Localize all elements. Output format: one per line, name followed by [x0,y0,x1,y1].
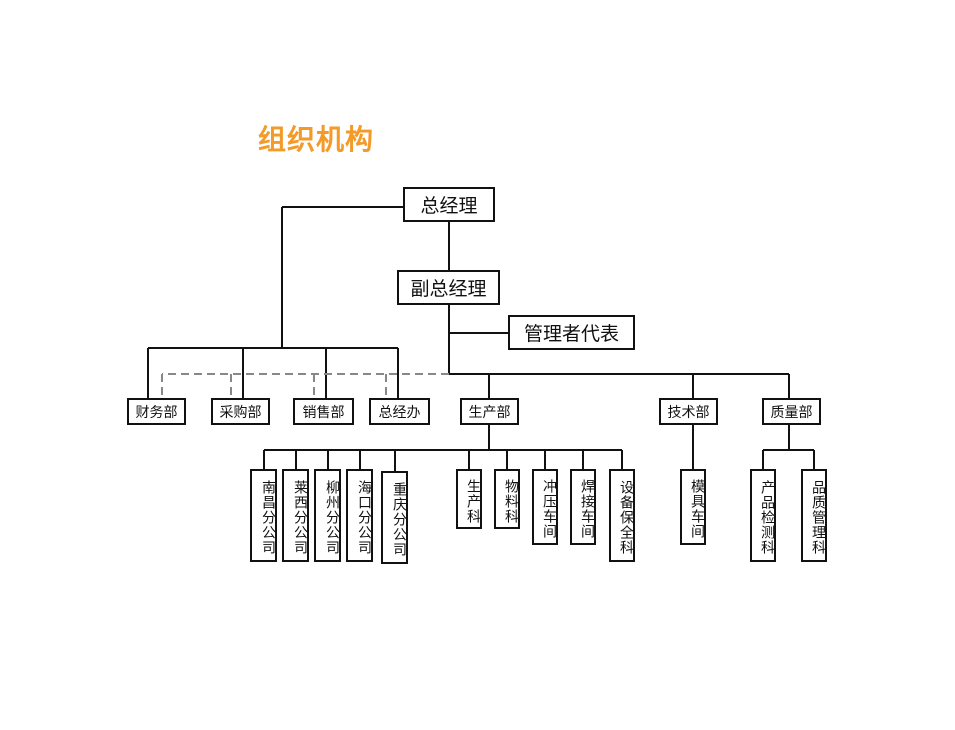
node-technology-dept: 技术部 [659,398,718,425]
node-finance-dept: 财务部 [127,398,186,425]
node-production-dept: 生产部 [460,398,519,425]
node-stamping-workshop: 冲压车间 [532,469,558,545]
node-laixi-branch: 莱西分公司 [282,469,309,562]
page-title: 组织机构 [258,123,375,156]
node-quality-dept: 质量部 [762,398,821,425]
node-haikou-branch: 海口分公司 [346,469,373,562]
node-production-section: 生产科 [456,469,482,529]
node-gm-office: 总经办 [369,398,430,425]
node-welding-workshop: 焊接车间 [570,469,596,545]
node-product-inspection-section: 产品检测科 [750,469,776,562]
node-deputy-general-manager: 副总经理 [397,270,500,305]
node-nanchang-branch: 南昌分公司 [250,469,277,562]
node-purchasing-dept: 采购部 [211,398,270,425]
node-sales-dept: 销售部 [293,398,354,425]
node-materials-section: 物料科 [494,469,520,529]
node-management-representative: 管理者代表 [508,315,635,350]
node-liuzhou-branch: 柳州分公司 [314,469,341,562]
node-quality-management-section: 品质管理科 [801,469,827,562]
node-mold-workshop: 模具车间 [680,469,706,545]
node-equipment-maintenance-section: 设备保全科 [609,469,635,562]
node-general-manager: 总经理 [403,187,495,222]
node-chongqing-branch: 重庆分公司 [381,471,408,564]
